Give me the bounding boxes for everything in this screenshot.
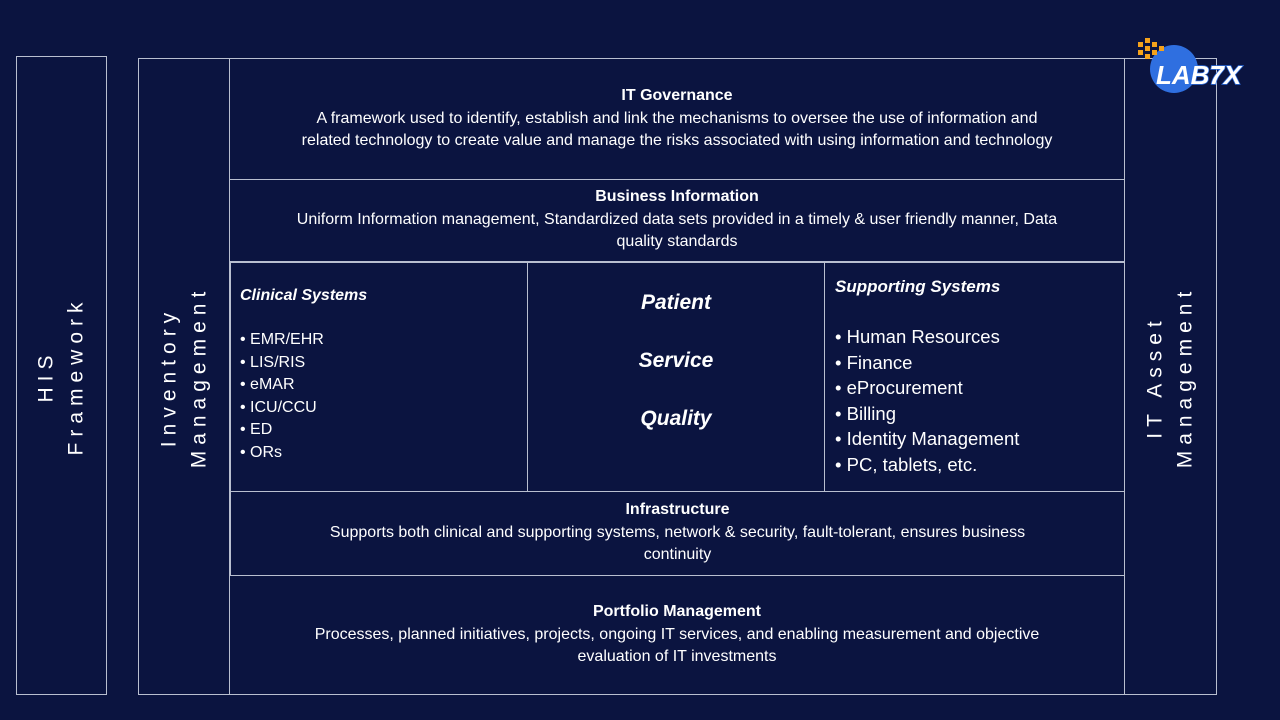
center-word-patient: Patient	[640, 291, 711, 314]
business-information-section: Business Information Uniform Information…	[229, 179, 1125, 262]
infrastructure-title: Infrastructure	[625, 501, 730, 518]
list-item: Billing	[835, 401, 1124, 427]
infrastructure-line2: continuity	[643, 546, 712, 563]
supporting-systems-list: Human Resources Finance eProcurement Bil…	[835, 324, 1124, 478]
logo-text: LAB7X	[1156, 60, 1243, 90]
his-framework-label: HIS Framework	[16, 56, 107, 695]
portfolio-management-line1: Processes, planned initiatives, projects…	[314, 626, 1040, 643]
portfolio-management-title: Portfolio Management	[592, 603, 761, 620]
list-item: ICU/CCU	[240, 397, 527, 420]
center-word-service: Service	[638, 349, 714, 372]
logo-globe	[1150, 45, 1198, 93]
infrastructure-section: Infrastructure Supports both clinical an…	[230, 491, 1125, 576]
clinical-systems-list: EMR/EHR LIS/RIS eMAR ICU/CCU ED ORs	[240, 329, 527, 464]
list-item: PC, tablets, etc.	[835, 452, 1124, 478]
inventory-management-label: Inventory Management	[138, 58, 230, 695]
list-item: EMR/EHR	[240, 329, 527, 352]
list-item: eProcurement	[835, 375, 1124, 401]
clinical-systems-section: Clinical Systems EMR/EHR LIS/RIS eMAR IC…	[230, 262, 528, 492]
business-information-line1: Uniform Information management, Standard…	[296, 211, 1058, 228]
list-item: Identity Management	[835, 426, 1124, 452]
his-label-line2: Framework	[64, 295, 88, 456]
infrastructure-line1: Supports both clinical and supporting sy…	[329, 524, 1026, 541]
his-label-line1: HIS	[34, 348, 58, 403]
it-governance-line1: A framework used to identify, establish …	[316, 110, 1038, 127]
patient-service-quality-section: Patient Service Quality	[527, 262, 825, 492]
list-item: Human Resources	[835, 324, 1124, 350]
it-asset-label-line1: IT Asset	[1143, 314, 1167, 439]
business-information-title: Business Information	[595, 188, 759, 205]
center-word-quality: Quality	[640, 407, 712, 430]
list-item: Finance	[835, 350, 1124, 376]
it-governance-section: IT Governance A framework used to identi…	[229, 58, 1125, 180]
list-item: ORs	[240, 442, 527, 465]
it-asset-label-line2: Management	[1173, 285, 1197, 468]
clinical-systems-title: Clinical Systems	[240, 287, 368, 304]
list-item: LIS/RIS	[240, 352, 527, 375]
it-governance-title: IT Governance	[621, 87, 733, 104]
supporting-systems-title: Supporting Systems	[835, 277, 1001, 296]
inventory-management-panel	[138, 58, 230, 695]
his-framework-panel	[16, 56, 107, 695]
supporting-systems-section: Supporting Systems Human Resources Finan…	[824, 262, 1125, 492]
inventory-label-line2: Management	[187, 285, 211, 468]
list-item: ED	[240, 419, 527, 442]
business-information-line2: quality standards	[616, 233, 738, 250]
it-asset-management-label: IT Asset Management	[1124, 58, 1217, 695]
portfolio-management-section: Portfolio Management Processes, planned …	[229, 575, 1125, 695]
lab7x-logo: LAB7X	[1138, 38, 1244, 93]
inventory-label-line1: Inventory	[157, 306, 181, 447]
logo-pixel-dots	[1138, 38, 1164, 59]
list-item: eMAR	[240, 374, 527, 397]
portfolio-management-line2: evaluation of IT investments	[577, 648, 777, 665]
it-governance-line2: related technology to create value and m…	[301, 132, 1053, 149]
